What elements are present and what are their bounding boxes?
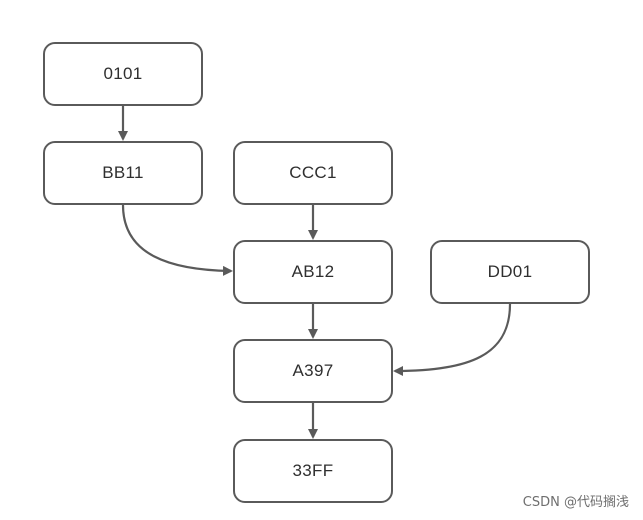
- node-label: CCC1: [289, 163, 337, 182]
- node-33ff: 33FF: [233, 439, 393, 503]
- node-dd01: DD01: [430, 240, 590, 304]
- edge-bb11-to-ab12: [121, 204, 233, 276]
- node-bb11: BB11: [43, 141, 203, 205]
- node-ccc1: CCC1: [233, 141, 393, 205]
- node-a397: A397: [233, 339, 393, 403]
- node-label: BB11: [102, 163, 144, 182]
- node-label: 0101: [103, 64, 143, 83]
- watermark-text: CSDN @代码搁浅: [522, 495, 629, 510]
- node-label: A397: [292, 361, 334, 380]
- node-label: DD01: [487, 262, 533, 281]
- edge-dd01-to-a397: [393, 303, 512, 376]
- node-ab12: AB12: [233, 240, 393, 304]
- node-0101: 0101: [43, 42, 203, 106]
- node-label: 33FF: [292, 461, 334, 480]
- node-label: AB12: [291, 262, 335, 281]
